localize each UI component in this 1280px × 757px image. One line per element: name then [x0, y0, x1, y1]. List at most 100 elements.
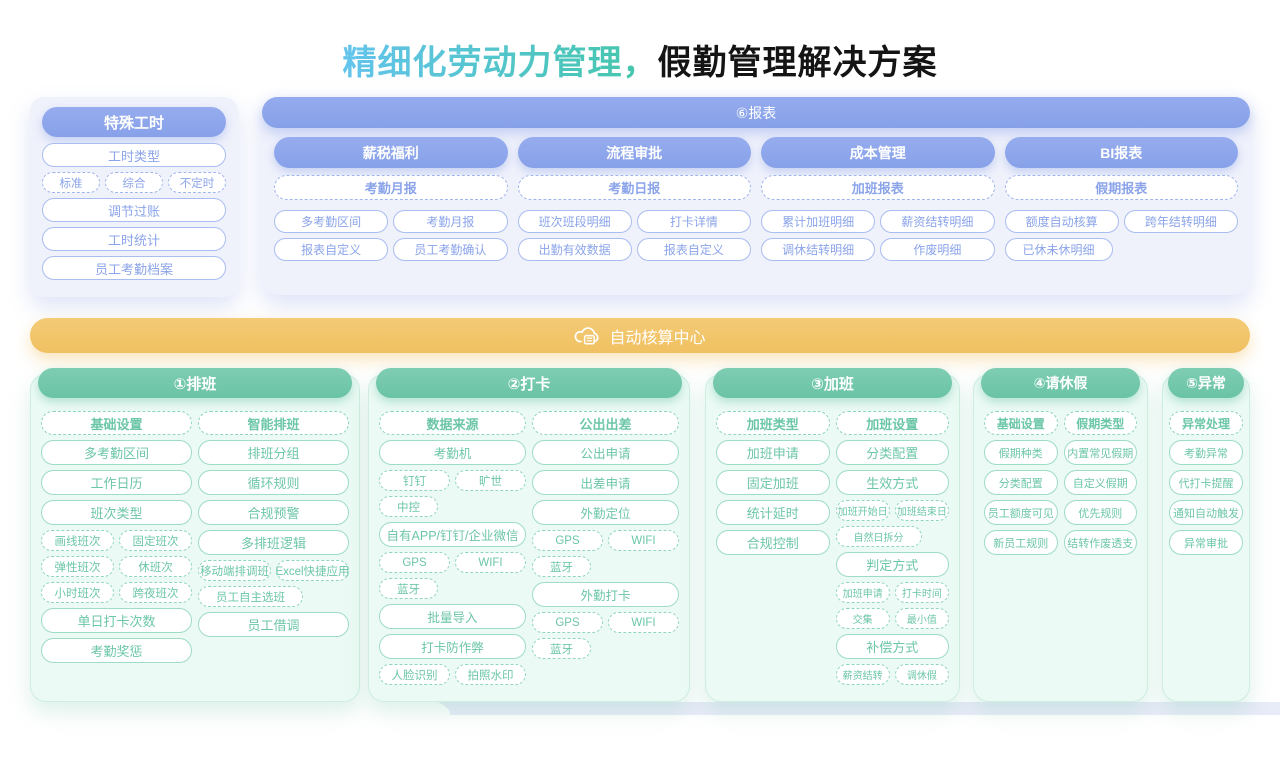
feature-pill: 最小值: [894, 608, 949, 629]
pill-row: 加班申请: [716, 440, 830, 465]
pill-row: 单日打卡次数: [41, 608, 192, 633]
feature-pill: 员工考勤确认: [393, 238, 508, 261]
pill-row: 自然日拆分: [835, 526, 950, 547]
scheduling-basic-list: 基础设置多考勤区间工作日历班次类型画线班次固定班次弹性班次休班次小时班次跨夜班次…: [41, 411, 192, 663]
feature-pill: 固定班次: [119, 530, 192, 551]
feature-pill: 公出申请: [532, 440, 679, 465]
feature-pill: 智能排班: [198, 411, 349, 435]
feature-pill: 调休假: [894, 664, 949, 685]
pill-row: 考勤奖惩: [41, 638, 192, 663]
feature-pill: 报表自定义: [274, 238, 389, 261]
pill-row: 员工借调: [198, 612, 349, 637]
pill-row: 加班设置: [835, 411, 949, 435]
feature-pill: 钉钉: [379, 470, 450, 491]
pill-row: 加班报表: [761, 175, 995, 205]
feature-pill: 自定义假期: [1063, 470, 1137, 495]
leave-type-list: 假期类型内置常见假期自定义假期优先规则结转作废透支: [1063, 411, 1137, 555]
feature-pill: 判定方式: [835, 552, 949, 577]
pill-row: 通知自动触发: [1169, 500, 1243, 525]
feature-pill: 优先规则: [1063, 500, 1137, 525]
pill-row: 分类配置: [835, 440, 949, 465]
feature-pill: 画线班次: [41, 530, 114, 551]
exception-list: 异常处理考勤异常代打卡提醒通知自动触发异常审批: [1169, 411, 1243, 555]
pill-row: 多排班逻辑: [198, 530, 349, 555]
pill-row: 工时统计: [42, 227, 226, 251]
feature-pill: 考勤日报: [517, 175, 751, 200]
feature-pill: 小时班次: [41, 582, 114, 603]
overtime-settings-list: 加班设置分类配置生效方式加班开始日加班结束日自然日拆分判定方式加班申请打卡时间交…: [835, 411, 950, 685]
page-title: 精细化劳动力管理，假勤管理解决方案: [0, 35, 1280, 84]
feature-pill: 蓝牙: [532, 638, 591, 659]
feature-pill: 弹性班次: [41, 556, 114, 577]
feature-pill: 加班设置: [835, 411, 949, 435]
feature-pill: 循环规则: [198, 470, 349, 495]
pill-row: 画线班次固定班次: [41, 530, 192, 551]
pill-row: 自有APP/钉钉/企业微信: [379, 522, 526, 547]
autocalc-bar: 自动核算中心: [30, 318, 1250, 353]
pill-row: 代打卡提醒: [1169, 470, 1243, 495]
pill-row: 额度自动核算跨年结转明细: [1004, 210, 1238, 233]
feature-pill: 加班报表: [761, 175, 995, 200]
feature-pill: WIFI: [455, 552, 526, 573]
feature-pill: 班次类型: [41, 500, 192, 525]
pill-row: 蓝牙: [532, 638, 679, 659]
column-header: ④请休假: [981, 368, 1140, 398]
pill-row: 蓝牙: [532, 556, 679, 577]
feature-pill: 假期类型: [1063, 411, 1137, 435]
pill-row: 报表自定义员工考勤确认: [274, 238, 508, 261]
feature-pill: 综合: [105, 172, 163, 193]
pill-row: 考勤日报: [517, 175, 751, 205]
pill-row: 数据来源: [379, 411, 526, 435]
column-exception: ⑤异常 异常处理考勤异常代打卡提醒通知自动触发异常审批: [1162, 368, 1250, 702]
pill-row: 加班开始日加班结束日: [835, 500, 949, 521]
report-group-cost: 成本管理 加班报表累计加班明细薪资结转明细调休结转明细作废明细: [761, 137, 995, 261]
feature-pill: 异常审批: [1169, 530, 1243, 555]
pill-row: 异常处理: [1169, 411, 1243, 435]
feature-pill: 蓝牙: [379, 578, 438, 599]
feature-pill: WIFI: [608, 612, 679, 633]
feature-pill: 薪资结转明细: [880, 210, 995, 233]
feature-pill: 蓝牙: [532, 556, 591, 577]
feature-pill: 考勤月报: [274, 175, 508, 200]
report-group-header: 成本管理: [761, 137, 995, 168]
pill-row: 自定义假期: [1063, 470, 1137, 495]
feature-pill: Excel快捷应用: [275, 560, 350, 581]
leave-basic-list: 基础设置假期种类分类配置员工额度可见新员工规则: [984, 411, 1058, 555]
pill-row: 异常审批: [1169, 530, 1243, 555]
pill-row: 基础设置: [984, 411, 1058, 435]
pill-row: 弹性班次休班次: [41, 556, 192, 577]
special-hours-header: 特殊工时: [42, 107, 226, 137]
pill-row: 补偿方式: [835, 634, 949, 659]
feature-pill: 外勤打卡: [532, 582, 679, 607]
pill-row: 考勤机: [379, 440, 526, 465]
feature-pill: 标准: [42, 172, 100, 193]
pill-row: 内置常见假期: [1063, 440, 1137, 465]
feature-pill: 分类配置: [835, 440, 949, 465]
feature-pill: 薪资结转: [835, 664, 890, 685]
pill-row: 人脸识别拍照水印: [379, 664, 526, 685]
cloud-calc-icon: [575, 327, 599, 345]
pill-row: 出勤有效数据报表自定义: [517, 238, 751, 261]
feature-pill: 数据来源: [379, 411, 526, 435]
feature-pill: 员工考勤档案: [42, 256, 226, 280]
pill-row: 判定方式: [835, 552, 949, 577]
pill-row: 加班类型: [716, 411, 830, 435]
feature-pill: 考勤异常: [1169, 440, 1243, 465]
title-main: 假勤管理解决方案: [657, 43, 938, 82]
report-group-header: 流程审批: [517, 137, 751, 168]
feature-pill: GPS: [532, 530, 603, 551]
feature-pill: 不定时: [168, 172, 226, 193]
feature-pill: 结转作废透支: [1063, 530, 1137, 555]
feature-pill: 出差申请: [532, 470, 679, 495]
feature-pill: 分类配置: [984, 470, 1058, 495]
feature-pill: 补偿方式: [835, 634, 949, 659]
title-accent: 精细化劳动力管理，: [342, 43, 658, 82]
feature-pill: 出勤有效数据: [517, 238, 632, 261]
pill-row: 打卡防作弊: [379, 634, 526, 659]
feature-pill: 调节过账: [42, 198, 226, 222]
report-group-header: 薪税福利: [274, 137, 508, 168]
report-group-payroll: 薪税福利 考勤月报多考勤区间考勤月报报表自定义员工考勤确认: [274, 137, 508, 261]
